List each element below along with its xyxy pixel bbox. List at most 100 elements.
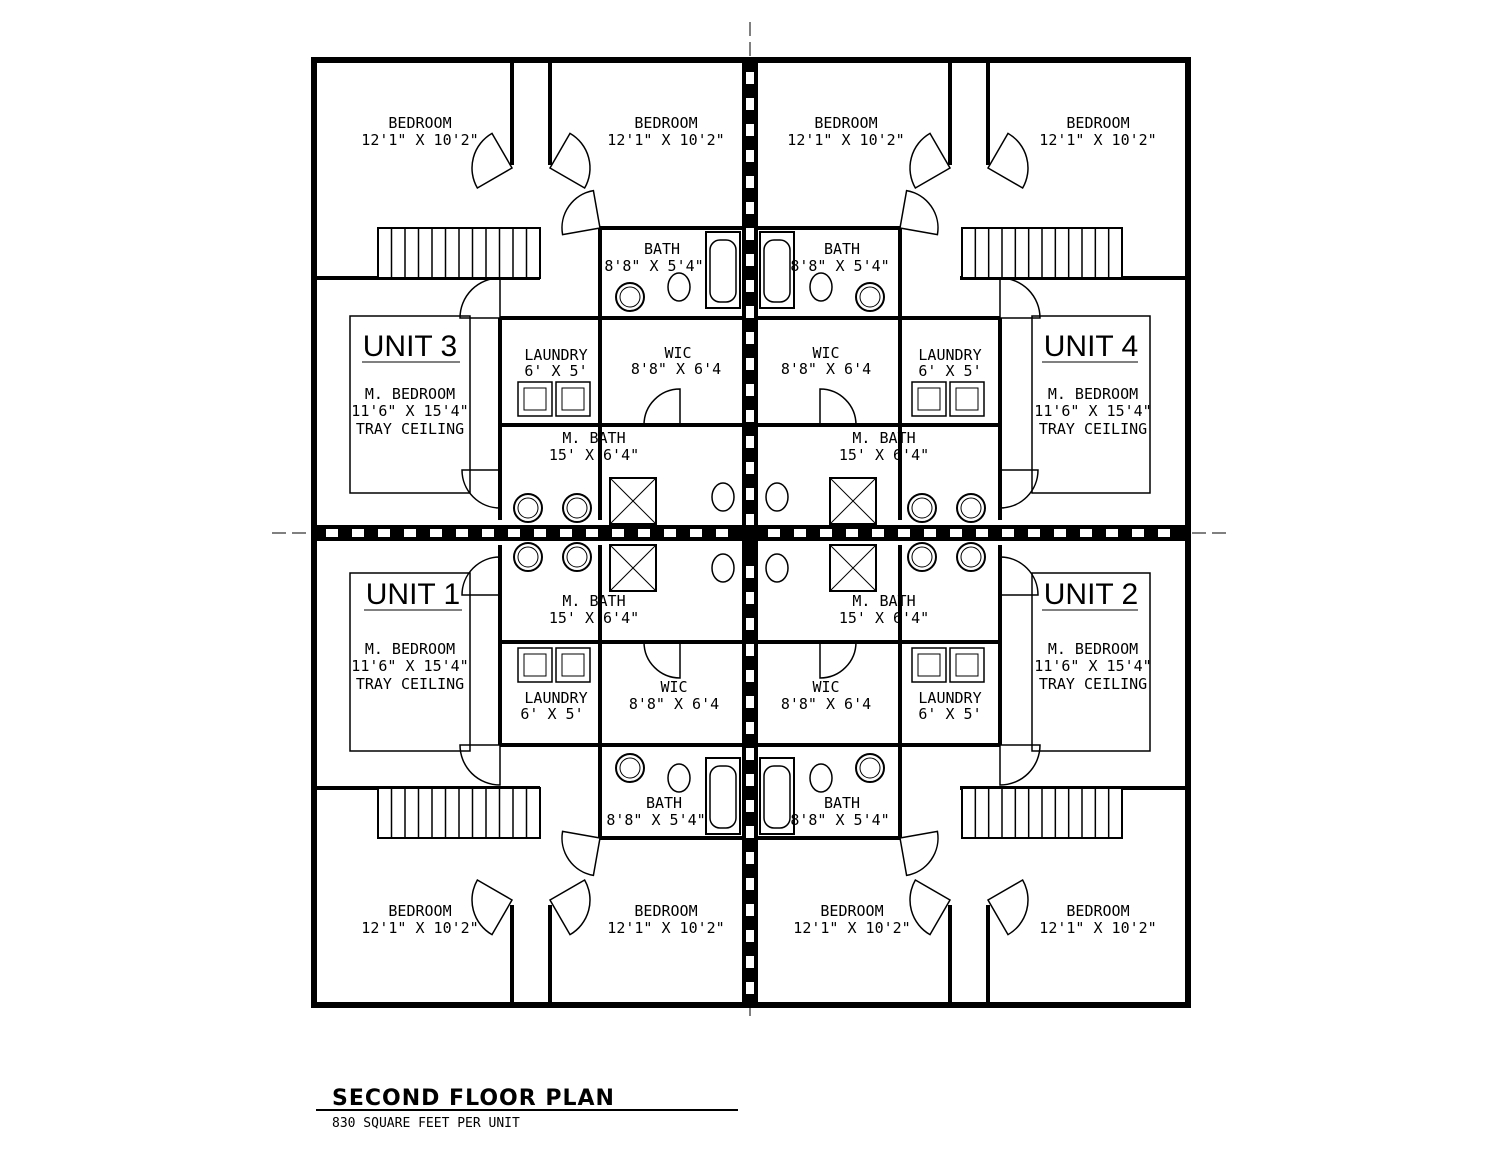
svg-text:15' X 6'4": 15' X 6'4" <box>839 609 929 627</box>
unit-3-block: UNIT 3 M. BEDROOM 11'6" X 15'4" TRAY CEI… <box>351 330 468 438</box>
bedroom-label-top-4: BEDROOM 12'1" X 10'2" <box>1039 114 1156 149</box>
unit-4-block: UNIT 4 M. BEDROOM 11'6" X 15'4" TRAY CEI… <box>1034 330 1151 438</box>
svg-text:M. BEDROOM: M. BEDROOM <box>1048 385 1138 403</box>
svg-text:6' X 5': 6' X 5' <box>918 362 981 380</box>
stairs <box>377 227 1123 839</box>
tray-ceilings <box>349 315 1151 752</box>
svg-text:BATH: BATH <box>824 240 860 258</box>
svg-text:12'1" X 10'2": 12'1" X 10'2" <box>361 919 478 937</box>
svg-text:8'8" X 6'4: 8'8" X 6'4 <box>781 360 871 378</box>
svg-text:8'8" X 5'4": 8'8" X 5'4" <box>790 257 889 275</box>
interior-walls <box>314 60 1188 1005</box>
svg-text:8'8" X 6'4: 8'8" X 6'4 <box>629 695 719 713</box>
bath-label-1: BATH 8'8" X 5'4" <box>604 240 703 275</box>
laundry-label-2: LAUNDRY 6' X 5' <box>918 346 981 380</box>
svg-text:12'1" X 10'2": 12'1" X 10'2" <box>1039 131 1156 149</box>
svg-text:M. BEDROOM: M. BEDROOM <box>365 385 455 403</box>
svg-text:TRAY CEILING: TRAY CEILING <box>356 675 464 693</box>
bedroom-label-top-2: BEDROOM 12'1" X 10'2" <box>607 114 724 149</box>
svg-text:12'1" X 10'2": 12'1" X 10'2" <box>793 919 910 937</box>
laundry-label-3: LAUNDRY 6' X 5' <box>520 689 587 723</box>
wic-label-1: WIC 8'8" X 6'4 <box>631 344 721 378</box>
svg-text:TRAY CEILING: TRAY CEILING <box>1039 675 1147 693</box>
mbath-label-2: M. BATH 15' X 6'4" <box>839 429 929 464</box>
bath-label-2: BATH 8'8" X 5'4" <box>790 240 889 275</box>
svg-text:BATH: BATH <box>646 794 682 812</box>
mbath-label-4: M. BATH 15' X 6'4" <box>839 592 929 627</box>
party-walls <box>314 60 1188 1005</box>
svg-text:M. BEDROOM: M. BEDROOM <box>1048 640 1138 658</box>
svg-text:BEDROOM: BEDROOM <box>820 902 883 920</box>
svg-text:BEDROOM: BEDROOM <box>814 114 877 132</box>
door-swings <box>459 132 1041 936</box>
svg-text:11'6" X 15'4": 11'6" X 15'4" <box>351 657 468 675</box>
svg-text:LAUNDRY: LAUNDRY <box>524 689 587 707</box>
bedroom-label-bottom-2: BEDROOM 12'1" X 10'2" <box>607 902 724 937</box>
svg-text:TRAY CEILING: TRAY CEILING <box>356 420 464 438</box>
bedroom-label-top-3: BEDROOM 12'1" X 10'2" <box>787 114 904 149</box>
svg-text:BATH: BATH <box>644 240 680 258</box>
svg-text:BATH: BATH <box>824 794 860 812</box>
svg-text:6' X 5': 6' X 5' <box>918 705 981 723</box>
svg-text:BEDROOM: BEDROOM <box>634 902 697 920</box>
svg-text:TRAY CEILING: TRAY CEILING <box>1039 420 1147 438</box>
svg-text:WIC: WIC <box>664 344 691 362</box>
svg-text:M. BEDROOM: M. BEDROOM <box>365 640 455 658</box>
laundry-label-4: LAUNDRY 6' X 5' <box>918 689 981 723</box>
svg-text:15' X 6'4": 15' X 6'4" <box>549 609 639 627</box>
fixtures <box>513 231 986 835</box>
bath-label-3: BATH 8'8" X 5'4" <box>606 794 705 829</box>
svg-text:8'8" X 5'4": 8'8" X 5'4" <box>604 257 703 275</box>
svg-text:WIC: WIC <box>660 678 687 696</box>
svg-text:BEDROOM: BEDROOM <box>388 902 451 920</box>
laundry-label-1: LAUNDRY 6' X 5' <box>524 346 587 380</box>
wic-label-2: WIC 8'8" X 6'4 <box>781 344 871 378</box>
svg-text:LAUNDRY: LAUNDRY <box>918 346 981 364</box>
svg-text:12'1" X 10'2": 12'1" X 10'2" <box>607 131 724 149</box>
svg-text:LAUNDRY: LAUNDRY <box>918 689 981 707</box>
svg-text:WIC: WIC <box>812 344 839 362</box>
svg-text:8'8" X 6'4: 8'8" X 6'4 <box>781 695 871 713</box>
svg-text:WIC: WIC <box>812 678 839 696</box>
svg-text:12'1" X 10'2": 12'1" X 10'2" <box>607 919 724 937</box>
svg-text:M. BATH: M. BATH <box>562 429 625 447</box>
svg-text:BEDROOM: BEDROOM <box>1066 902 1129 920</box>
svg-text:11'6" X 15'4": 11'6" X 15'4" <box>351 402 468 420</box>
wic-label-3: WIC 8'8" X 6'4 <box>629 678 719 713</box>
svg-text:8'8" X 6'4: 8'8" X 6'4 <box>631 360 721 378</box>
svg-text:12'1" X 10'2": 12'1" X 10'2" <box>361 131 478 149</box>
plan-title: SECOND FLOOR PLAN <box>332 1086 615 1111</box>
svg-text:11'6" X 15'4": 11'6" X 15'4" <box>1034 657 1151 675</box>
plan-subtitle: 830 SQUARE FEET PER UNIT <box>332 1116 520 1131</box>
unit-label: UNIT 4 <box>1044 330 1138 363</box>
svg-text:M. BATH: M. BATH <box>562 592 625 610</box>
svg-text:BEDROOM: BEDROOM <box>1066 114 1129 132</box>
bath-label-4: BATH 8'8" X 5'4" <box>790 794 889 829</box>
svg-text:BEDROOM: BEDROOM <box>388 114 451 132</box>
bedroom-label-bottom-1: BEDROOM 12'1" X 10'2" <box>361 902 478 937</box>
svg-text:6' X 5': 6' X 5' <box>520 705 583 723</box>
mbath-label-3: M. BATH 15' X 6'4" <box>549 592 639 627</box>
svg-text:8'8" X 5'4": 8'8" X 5'4" <box>606 811 705 829</box>
svg-text:8'8" X 5'4": 8'8" X 5'4" <box>790 811 889 829</box>
svg-text:15' X 6'4": 15' X 6'4" <box>839 446 929 464</box>
unit-label: UNIT 1 <box>366 578 460 611</box>
svg-text:BEDROOM: BEDROOM <box>634 114 697 132</box>
unit-label: UNIT 3 <box>363 330 457 363</box>
svg-text:15' X 6'4": 15' X 6'4" <box>549 446 639 464</box>
svg-text:11'6" X 15'4": 11'6" X 15'4" <box>1034 402 1151 420</box>
svg-text:M. BATH: M. BATH <box>852 592 915 610</box>
mbath-label-1: M. BATH 15' X 6'4" <box>549 429 639 464</box>
svg-text:12'1" X 10'2": 12'1" X 10'2" <box>1039 919 1156 937</box>
bedroom-label-bottom-4: BEDROOM 12'1" X 10'2" <box>1039 902 1156 937</box>
svg-text:M. BATH: M. BATH <box>852 429 915 447</box>
unit-label: UNIT 2 <box>1044 578 1138 611</box>
svg-text:LAUNDRY: LAUNDRY <box>524 346 587 364</box>
unit-2-block: UNIT 2 M. BEDROOM 11'6" X 15'4" TRAY CEI… <box>1034 578 1151 693</box>
wic-label-4: WIC 8'8" X 6'4 <box>781 678 871 713</box>
bedroom-label-top-1: BEDROOM 12'1" X 10'2" <box>361 114 478 149</box>
svg-text:6' X 5': 6' X 5' <box>524 362 587 380</box>
bedroom-label-bottom-3: BEDROOM 12'1" X 10'2" <box>793 902 910 937</box>
unit-1-block: UNIT 1 M. BEDROOM 11'6" X 15'4" TRAY CEI… <box>351 578 468 693</box>
